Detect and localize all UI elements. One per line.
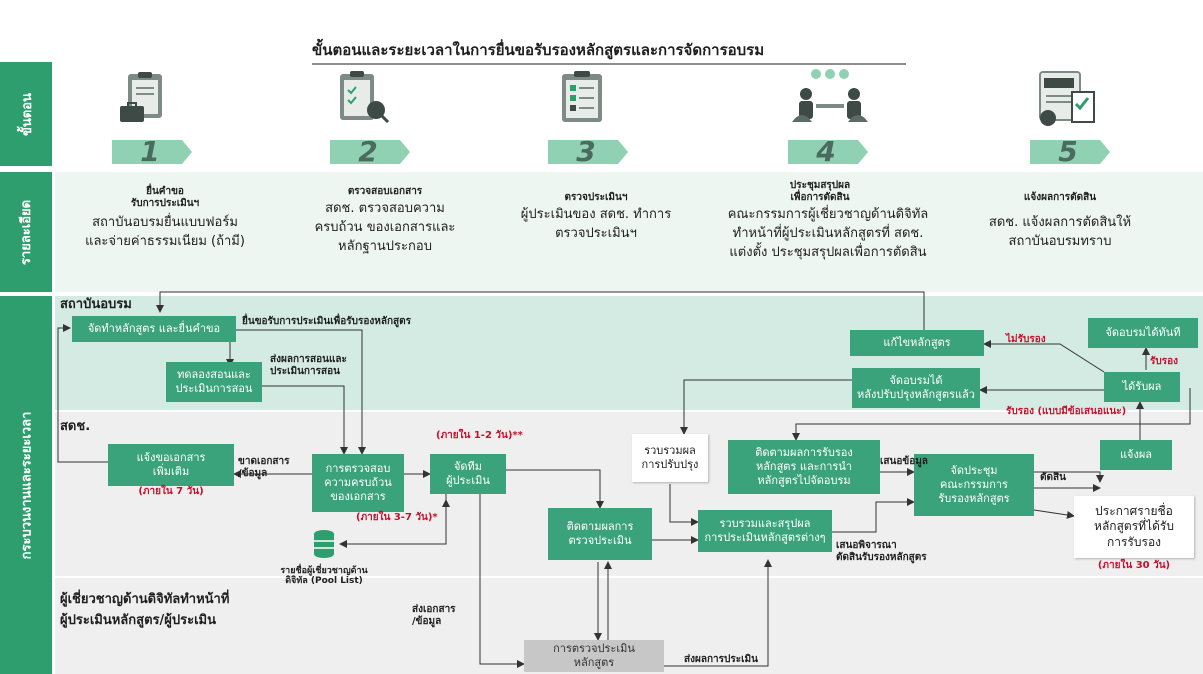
box-evaluate: การตรวจประเมิน หลักสูตร — [524, 640, 664, 672]
steps-band — [55, 58, 1203, 166]
clipboard-briefcase-icon — [120, 72, 162, 122]
label-send-trial: ส่งผลการสอนและ ประเมินการสอน — [270, 354, 347, 377]
step-chevron-1 — [112, 140, 192, 164]
label-pool-list: รายชื่อผู้เชี่ยวชาญด้าน ดิจิทัล (Pool Li… — [280, 566, 368, 587]
page-title: ขั้นตอนและระยะเวลาในการยื่นขอรับรองหลักส… — [312, 41, 765, 59]
tab-steps: ขั้นตอน — [0, 62, 52, 166]
step-3-title: ตรวจประเมินฯ — [564, 192, 628, 203]
label-not-certified: ไม่รับรอง — [1006, 334, 1046, 345]
label-propose-info: เสนอข้อมูล — [880, 456, 928, 467]
label-propose-consider: เสนอพิจารณา ตัดสินรับรองหลักสูตร — [836, 540, 927, 563]
box-prepare: จัดทำหลักสูตร และยื่นคำขอ — [72, 316, 236, 342]
tab-process: กระบวนงานและระยะเวลา — [0, 296, 52, 674]
box-revise: แก้ไขหลักสูตร — [850, 330, 984, 356]
document-check-icon — [340, 71, 390, 124]
box-announce: ประกาศรายชื่อ หลักสูตรที่ได้รับ การรับรอ… — [1074, 496, 1194, 558]
label-send-docs: ส่งเอกสาร /ข้อมูล — [412, 604, 456, 627]
step-chevron-2 — [330, 140, 410, 164]
label-decide: ตัดสิน — [1040, 472, 1066, 483]
step-number-3: 3 — [576, 135, 596, 168]
box-assign-team: จัดทีม ผู้ประเมิน — [430, 454, 506, 494]
label-certified-suggest: รับรอง (แบบมีข้อเสนอแนะ) — [1006, 406, 1127, 417]
box-check-docs: การตรวจสอบ ความครบถ้วน ของเอกสาร — [312, 454, 404, 512]
box-meeting: จัดประชุม คณะกรรมการ รับรองหลักสูตร — [914, 454, 1034, 516]
step-number-4: 4 — [816, 135, 836, 168]
label-within-3-7: (ภายใน 3-7 วัน)* — [356, 512, 438, 523]
database-icon — [314, 530, 334, 558]
step-5-desc: สดช. แจ้งผลการตัดสินให้ สถาบันอบรมทราบ — [988, 215, 1132, 249]
step-4-desc: คณะกรรมการผู้เชี่ยวชาญด้านดิจิทัล ทำหน้า… — [727, 207, 929, 260]
step-number-2: 2 — [358, 135, 378, 168]
label-submit-request: ยื่นขอรับการประเมินเพื่อรับรองหลักสูตร — [242, 316, 411, 327]
box-trial: ทดลองสอนและ ประเมินการสอน — [166, 362, 262, 402]
clipboard-evaluation-icon — [562, 71, 602, 122]
box-notify: แจ้งผล — [1100, 440, 1172, 470]
lane-experts-label: ผู้เชี่ยวชาญด้านดิจิทัลทำหน้าที่ ผู้ประเ… — [60, 592, 230, 628]
step-5-title: แจ้งผลการตัดสิน — [1023, 192, 1097, 203]
box-track-eval: ติดตามผลการ ตรวจประเมิน — [548, 508, 652, 560]
step-number-5: 5 — [1058, 135, 1078, 168]
label-missing-docs: ขาดเอกสาร /ข้อมูล — [238, 456, 290, 479]
label-certified: รับรอง — [1150, 356, 1178, 367]
meeting-people-icon — [792, 69, 868, 122]
step-2-desc: สดช. ตรวจสอบความ ครบถ้วน ของเอกสารและ หล… — [314, 201, 456, 254]
box-train-after: จัดอบรมได้ หลังปรับปรุงหลักสูตรแล้ว — [852, 368, 980, 408]
lane-onde-label: สดช. — [60, 419, 91, 434]
label-send-eval-result: ส่งผลการประเมิน — [684, 654, 758, 665]
step-1-title: ยื่นคำขอ รับการประเมินฯ — [130, 186, 200, 209]
details-band — [55, 172, 1203, 292]
step-4-title: ประชุมสรุปผล เพื่อการตัดสิน — [789, 180, 851, 203]
step-chevron-5 — [1030, 140, 1110, 164]
lane-institute-label: สถาบันอบรม — [60, 297, 132, 312]
step-chevron-3 — [548, 140, 628, 164]
approved-document-icon — [1039, 71, 1095, 126]
box-collect-improve: รวบรวมผล การปรับปรุง — [632, 434, 708, 482]
step-3-desc: ผู้ประเมินของ สดช. ทำการ ตรวจประเมินฯ — [520, 207, 672, 241]
tab-details: รายละเอียด — [0, 172, 52, 292]
step-chevron-4 — [788, 140, 868, 164]
box-track-cert: ติดตามผลการรับรอง หลักสูตร และการนำ หลัก… — [728, 440, 880, 494]
box-summarize: รวบรวมและสรุปผล การประเมินหลักสูตรต่างๆ — [698, 510, 832, 552]
step-number-1: 1 — [140, 135, 160, 168]
label-within-30: (ภายใน 30 วัน) — [1097, 560, 1171, 571]
label-within-1-2: (ภายใน 1-2 วัน)** — [436, 430, 523, 441]
step-1-desc: สถาบันอบรมยื่นแบบฟอร์ม และจ่ายค่าธรรมเนี… — [85, 215, 245, 249]
box-train-now: จัดอบรมได้ทันที — [1088, 318, 1198, 348]
label-within-7: (ภายใน 7 วัน) — [138, 486, 204, 497]
box-receive: ได้รับผล — [1104, 372, 1180, 402]
step-2-title: ตรวจสอบเอกสาร — [347, 186, 423, 197]
box-request-docs: แจ้งขอเอกสาร เพิ่มเติม — [108, 444, 234, 486]
